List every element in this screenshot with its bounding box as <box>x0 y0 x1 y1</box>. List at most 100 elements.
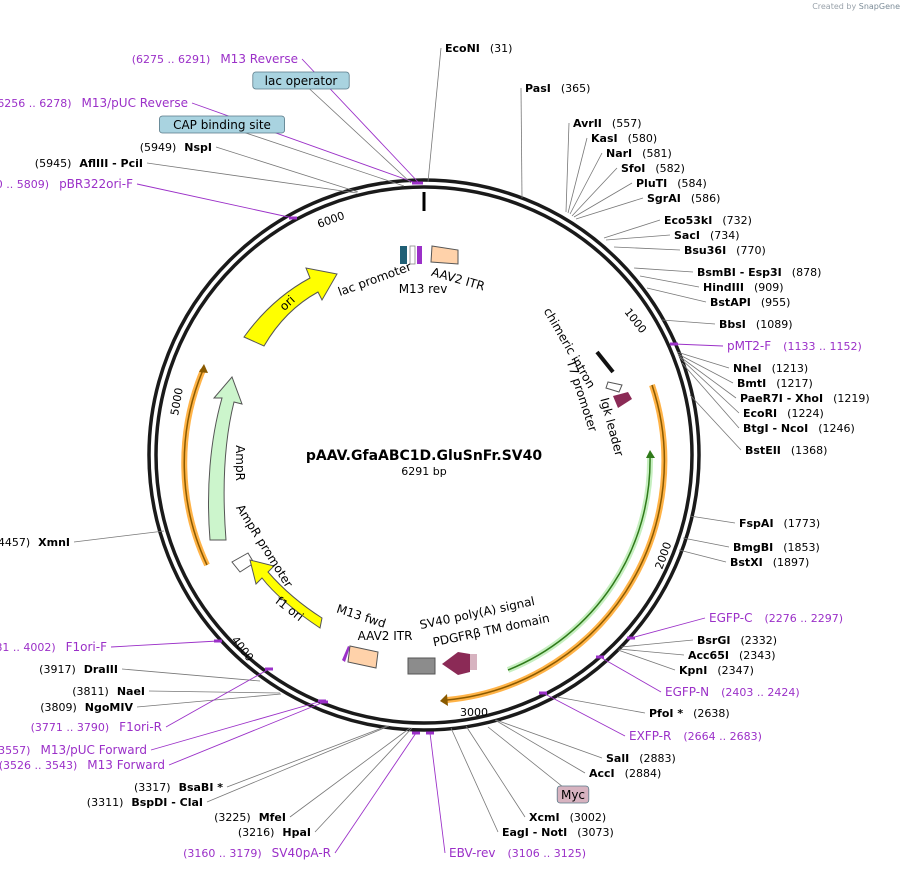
site-leader <box>569 152 603 215</box>
aav2-itr-bottom <box>347 645 379 669</box>
primer-range-f1ori-f: (3981 .. 4002) <box>0 641 56 654</box>
site-leader <box>678 355 737 399</box>
site-leader <box>465 725 526 818</box>
site-leader <box>681 362 740 429</box>
primer-egfp-n: EGFP-N <box>665 685 709 699</box>
site-mfei: MfeI <box>259 811 286 824</box>
site-draiii: DraIII <box>84 663 118 676</box>
site-leader <box>148 690 281 694</box>
site-pos-sfoi: (582) <box>655 162 685 175</box>
site-leader <box>314 727 413 833</box>
site-pos-sgrai: (586) <box>691 192 721 205</box>
site-pos-bsrgi: (2332) <box>740 634 777 647</box>
t7-promoter-arrow <box>605 381 623 393</box>
site-pfoi: PfoI * <box>649 707 683 720</box>
feature-label-igk-leader: Igk leader <box>597 396 626 458</box>
site-eco53ki: Eco53kI <box>664 214 712 227</box>
primer-egfp-c: EGFP-C <box>709 611 752 625</box>
site-leader <box>618 648 685 656</box>
site-leader <box>226 725 388 788</box>
primer-ebv-rev: EBV-rev <box>449 846 495 860</box>
feature-box-cap-binding-site <box>158 115 285 134</box>
pdgfr-arrow <box>442 652 470 675</box>
site-pos-bsmbi-esp3i: (878) <box>792 266 822 279</box>
site-pos-econi: (31) <box>490 42 513 55</box>
site-nspi: NspI <box>184 141 212 154</box>
site-saci: SacI <box>674 229 700 242</box>
orange-arc-right-head <box>440 694 448 706</box>
site-bsabi: BsaBI * <box>179 781 224 794</box>
site-leader <box>215 146 359 193</box>
site-pos-pluti: (584) <box>677 177 707 190</box>
site-pos-nari: (581) <box>642 147 672 160</box>
primer-m13-forward: M13 Forward <box>87 758 165 772</box>
primer-leader <box>334 732 417 854</box>
site-econi: EcoNI <box>445 42 480 55</box>
site-pos-paer7i-xhoi: (1219) <box>833 392 870 405</box>
site-pos-eco53ki: (732) <box>722 214 752 227</box>
f1-ori-arrow <box>249 559 323 629</box>
site-acci: AccI <box>589 767 615 780</box>
site-pos-xmni: (4457) <box>0 536 30 549</box>
site-paer7i-xhoi: PaeR7I - XhoI <box>740 392 823 405</box>
feature-label-m13-rev: M13 rev <box>399 282 448 296</box>
site-leader <box>520 87 523 199</box>
primer-leader <box>673 343 724 347</box>
primer-f1ori-r: F1ori-R <box>119 720 162 734</box>
site-leader <box>620 639 694 648</box>
site-pos-pfoi: (2638) <box>693 707 730 720</box>
primer-range-f1ori-r: (3771 .. 3790) <box>31 721 110 734</box>
site-kasi: KasI <box>591 132 618 145</box>
site-pos-avrii: (557) <box>612 117 642 130</box>
site-bbsi: BbsI <box>719 318 746 331</box>
site-btgi-ncoi: BtgI - NcoI <box>743 422 808 435</box>
site-leader <box>676 351 730 369</box>
site-acc65i: Acc65I <box>688 649 729 662</box>
orange-arc-left-head <box>199 364 208 373</box>
primer-range-pmt2-f: (1133 .. 1152) <box>783 340 862 353</box>
primer-range-m13-forward: (3526 .. 3543) <box>0 759 77 772</box>
primer-mark <box>627 636 635 640</box>
site-pos-hindiii: (909) <box>754 281 784 294</box>
primer-leader <box>630 617 706 639</box>
orange-arc-right-core <box>446 384 666 701</box>
site-pos-bbsi: (1089) <box>756 318 793 331</box>
site-pos-pasi: (365) <box>561 82 591 95</box>
site-leader <box>206 725 390 803</box>
primer-leader <box>429 732 446 854</box>
primer-mark <box>670 342 678 346</box>
feature-box-lac-operator <box>252 71 350 90</box>
primer-mark <box>320 700 328 704</box>
primer-leader <box>110 640 219 648</box>
site-pos-bsabi: (3317) <box>134 781 171 794</box>
site-hindiii: HindIII <box>703 281 744 294</box>
chimeric-intron-bar <box>595 350 615 374</box>
site-bmti: BmtI <box>737 377 766 390</box>
site-leader <box>567 137 588 214</box>
snapgene-credit: Created by SnapGene <box>812 2 900 11</box>
primer-range-egfp-c: (2276 .. 2297) <box>764 612 843 625</box>
site-leader <box>556 696 646 714</box>
primer-mark <box>289 216 297 220</box>
site-sali: SalI <box>606 752 629 765</box>
primer-range-exfp-r: (2664 .. 2683) <box>683 730 762 743</box>
primer-range-m13-reverse: (6275 .. 6291) <box>132 53 211 66</box>
primer-mark <box>596 655 604 659</box>
site-pos-ecori: (1224) <box>787 407 824 420</box>
site-leader <box>678 549 727 563</box>
site-xcmi: XcmI <box>529 811 560 824</box>
backbone-inner <box>154 185 694 725</box>
credit-brand: SnapGene <box>858 2 900 11</box>
site-pos-ngomiv: (3809) <box>40 701 77 714</box>
site-leader <box>661 319 716 325</box>
site-pos-afliii-pcii: (5945) <box>35 157 72 170</box>
site-leader <box>613 246 681 251</box>
feature-myc: Myc <box>561 788 585 802</box>
primer-range-pbr322ori-f: (5790 .. 5809) <box>0 178 49 191</box>
igk-leader-arrow <box>613 392 632 408</box>
site-pos-kpni: (2347) <box>717 664 754 677</box>
primer-exfp-r: EXFP-R <box>629 729 671 743</box>
site-leader <box>682 537 730 548</box>
site-bsteii: BstEII <box>745 444 781 457</box>
site-leader <box>603 219 661 239</box>
